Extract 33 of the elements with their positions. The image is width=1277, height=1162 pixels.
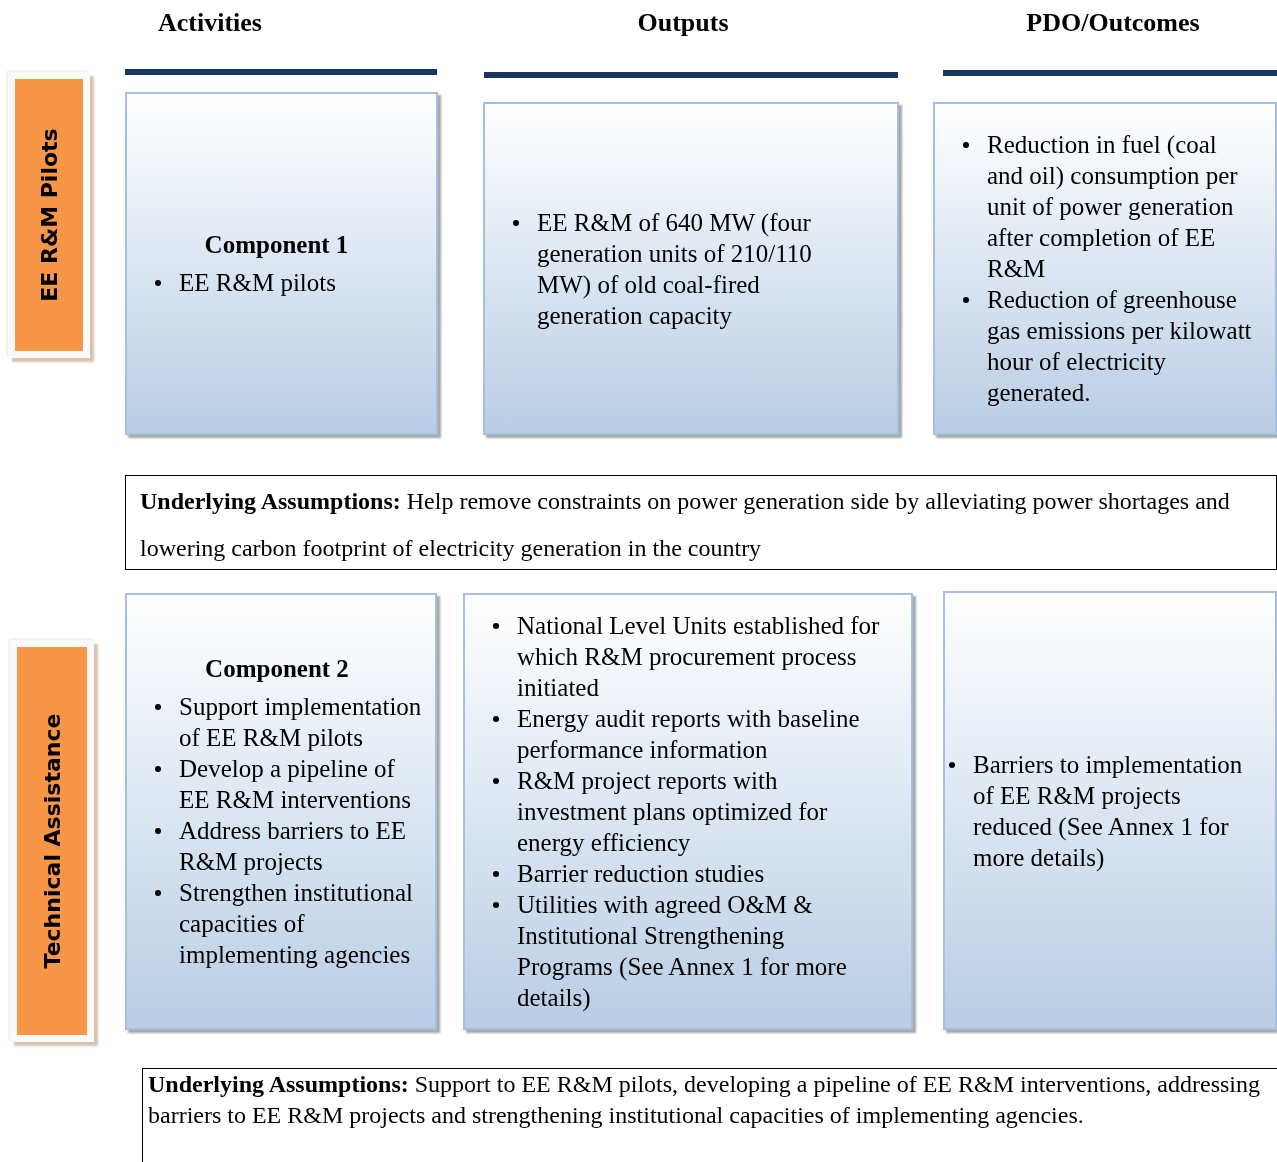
side-band xyxy=(8,72,90,358)
bullet-item: Barriers to implementation of EE R&M projects reduced (See Annex 1 for more details) xyxy=(973,750,1243,871)
content-box xyxy=(125,92,438,435)
column-heading: Outputs xyxy=(637,8,729,38)
bullet-item: Strengthen institutional capacities of implementing agencies xyxy=(179,879,413,968)
content-box xyxy=(933,102,1277,435)
assumptions-text: Underlying Assumptions: Help remove constraints on power generation side by alleviating power shortages and lowering carbon footprint of electricity generation in the country xyxy=(140,487,1231,563)
column-heading: PDO/Outcomes xyxy=(1026,8,1200,38)
side-band xyxy=(10,640,94,1042)
content-box xyxy=(463,593,913,1030)
bullet-item: Utilities with agreed O&M & Institutional Strengthening Programs (See Annex 1 for more details) xyxy=(517,891,847,1011)
bullet-item: Address barriers to EE R&M projects xyxy=(179,817,406,875)
component-heading: Component 2 xyxy=(204,654,350,684)
bullet-item: EE R&M pilots xyxy=(179,269,336,296)
bullet-item: Barrier reduction studies xyxy=(517,860,765,887)
band-label: Technical Assistance xyxy=(39,713,65,969)
bullet-item: National Level Units established for which R&M procurement process initiated xyxy=(517,612,880,701)
assumptions-text: Underlying Assumptions: Support to EE R&M pilots, developing a pipeline of EE R&M interventions, addressing barriers to EE R&M projects and strengthening institutional capacities of implementing agencies. xyxy=(148,1070,1261,1130)
component-heading: Component 1 xyxy=(203,230,350,260)
bullet-item: Develop a pipeline of EE R&M interventions xyxy=(179,755,411,813)
band-label: EE R&M Pilots xyxy=(36,128,62,302)
assumptions-box xyxy=(125,475,1277,570)
bullet-item: Reduction in fuel (coal and oil) consumption per unit of power generation after completion of EE R&M xyxy=(987,131,1238,282)
content-box xyxy=(943,591,1277,1030)
bullet-item: EE R&M of 640 MW (four generation units of 210/110 MW) of old coal-fired generation capacity xyxy=(537,208,812,329)
bullet-item: R&M project reports with investment plans optimized for energy efficiency xyxy=(517,767,828,856)
bullet-item: Support implementation of EE R&M pilots xyxy=(179,693,422,751)
content-box xyxy=(125,593,437,1030)
column-heading: Activities xyxy=(158,8,262,38)
content-box xyxy=(483,102,899,435)
assumptions-box xyxy=(142,1068,1277,1162)
bullet-item: Energy audit reports with baseline performance information xyxy=(517,705,860,763)
bullet-item: Reduction of greenhouse gas emissions per kilowatt hour of electricity generated. xyxy=(987,286,1252,406)
